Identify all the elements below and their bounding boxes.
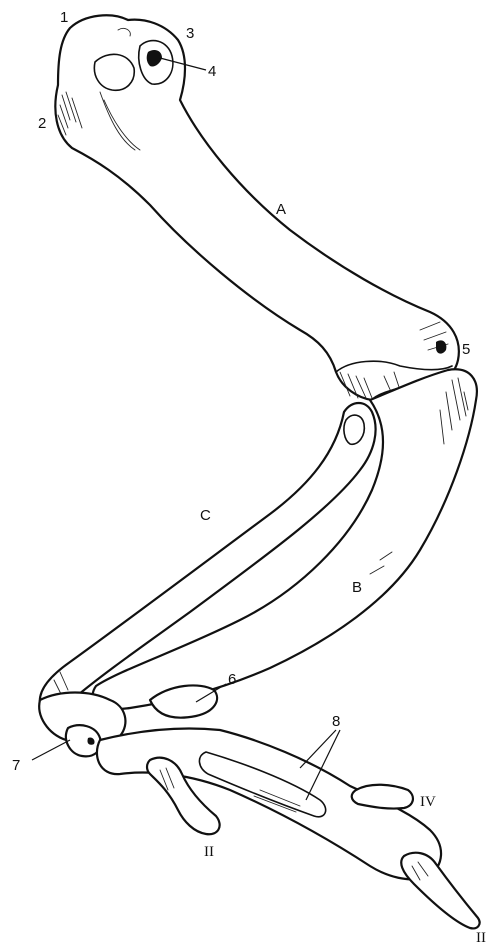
label-C: C [200,507,211,524]
label-4: 4 [208,63,216,80]
label-3: 3 [186,25,194,42]
label-7: 7 [12,757,20,774]
label-8: 8 [332,713,340,730]
label-A: A [276,201,286,218]
label-5: 5 [462,341,470,358]
label-digit-IV: IV [420,794,436,810]
label-2: 2 [38,115,46,132]
label-1: 1 [60,9,68,26]
label-digit-II-upper: II [204,844,214,860]
carpometacarpus [97,728,480,928]
label-6: 6 [228,671,236,688]
humerus [55,15,459,400]
label-digit-II-tip: II [476,930,486,946]
label-B: B [352,579,362,596]
leader-7 [32,740,70,760]
